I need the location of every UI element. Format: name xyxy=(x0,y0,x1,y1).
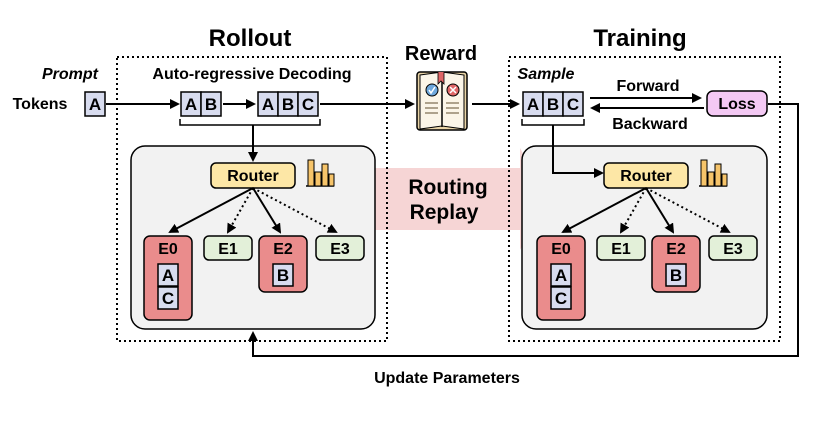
rollout-expert-e2-label: E2 xyxy=(273,241,293,258)
training-e2-token-b-text: B xyxy=(670,266,682,285)
training-e0-token-a xyxy=(550,263,572,287)
training-box xyxy=(508,56,781,342)
decode-token-a2-text: A xyxy=(262,95,274,114)
reward-title: Reward xyxy=(405,43,477,65)
bar-chart-icon xyxy=(306,159,335,187)
rollout-route-e1 xyxy=(227,187,254,234)
training-expert-e1-label: E1 xyxy=(611,241,631,258)
training-route-e0 xyxy=(561,187,647,233)
training-route-e3 xyxy=(645,187,731,233)
decode-token-b1 xyxy=(200,91,222,117)
loss-label: Loss xyxy=(718,96,755,113)
training-e0-token-a-text: A xyxy=(555,266,567,285)
training-route-e1 xyxy=(620,187,647,234)
rollout-expert-e1 xyxy=(203,235,253,261)
training-e2-token-b xyxy=(665,263,687,287)
routing-replay-arrow xyxy=(352,148,548,250)
sample-bracket xyxy=(521,119,585,126)
decode-token-c2 xyxy=(297,91,319,117)
arrow-sample-to-router xyxy=(552,125,604,178)
decode-token-c2-text: C xyxy=(302,95,314,114)
rollout-box xyxy=(116,56,388,342)
sample-token-b-text: B xyxy=(547,95,559,114)
rollout-route-e0 xyxy=(168,187,254,233)
decode-token-a1-text: A xyxy=(185,95,197,114)
update-parameters-arrow xyxy=(248,103,799,357)
sample-token-c-text: C xyxy=(567,95,579,114)
rollout-expert-e1-label: E1 xyxy=(218,241,238,258)
rollout-expert-e3-label: E3 xyxy=(330,241,350,258)
training-route-e2 xyxy=(645,187,675,234)
routing-replay-label-1: Routing xyxy=(408,176,487,199)
routing-replay-label-2: Replay xyxy=(410,201,479,224)
sample-token-a-text: A xyxy=(527,95,539,114)
decoding-bracket xyxy=(179,119,321,126)
backward-label: Backward xyxy=(612,116,688,133)
rollout-title: Rollout xyxy=(209,25,292,52)
rollout-route-e3 xyxy=(252,187,338,233)
prompt-token-a-text: A xyxy=(89,95,101,114)
decode-token-b2-text: B xyxy=(282,95,294,114)
tokens-label: Tokens xyxy=(13,96,68,113)
prompt-label: Prompt xyxy=(42,66,99,83)
loss-box xyxy=(706,90,768,117)
update-parameters-label: Update Parameters xyxy=(374,370,520,387)
training-router-label: Router xyxy=(620,168,672,185)
rollout-e0-token-a-text: A xyxy=(162,266,174,285)
prompt-token-a xyxy=(84,91,106,117)
training-e0-token-c-text: C xyxy=(555,289,567,308)
rollout-e0-token-c xyxy=(157,286,179,310)
sample-label: Sample xyxy=(518,66,575,83)
autoregressive-label: Auto-regressive Decoding xyxy=(152,66,351,83)
rollout-e2-token-b-text: B xyxy=(277,266,289,285)
rollout-e0-token-c-text: C xyxy=(162,289,174,308)
training-expert-e3 xyxy=(708,235,758,261)
rollout-e2-token-b xyxy=(272,263,294,287)
forward-label: Forward xyxy=(616,78,679,95)
rollout-route-e2 xyxy=(252,187,282,234)
training-expert-e3-label: E3 xyxy=(723,241,743,258)
training-e0-token-c xyxy=(550,286,572,310)
training-expert-e0-label: E0 xyxy=(551,241,571,258)
reward-book-icon xyxy=(416,71,468,131)
sample-token-c xyxy=(562,91,584,117)
rollout-expert-e0-label: E0 xyxy=(158,241,178,258)
training-expert-e1 xyxy=(596,235,646,261)
bar-chart-icon xyxy=(699,159,728,187)
rollout-router-label: Router xyxy=(227,168,279,185)
rollout-e0-token-a xyxy=(157,263,179,287)
training-expert-e2-label: E2 xyxy=(666,241,686,258)
decode-token-b1-text: B xyxy=(205,95,217,114)
rollout-expert-e3 xyxy=(315,235,365,261)
training-title: Training xyxy=(593,25,686,52)
